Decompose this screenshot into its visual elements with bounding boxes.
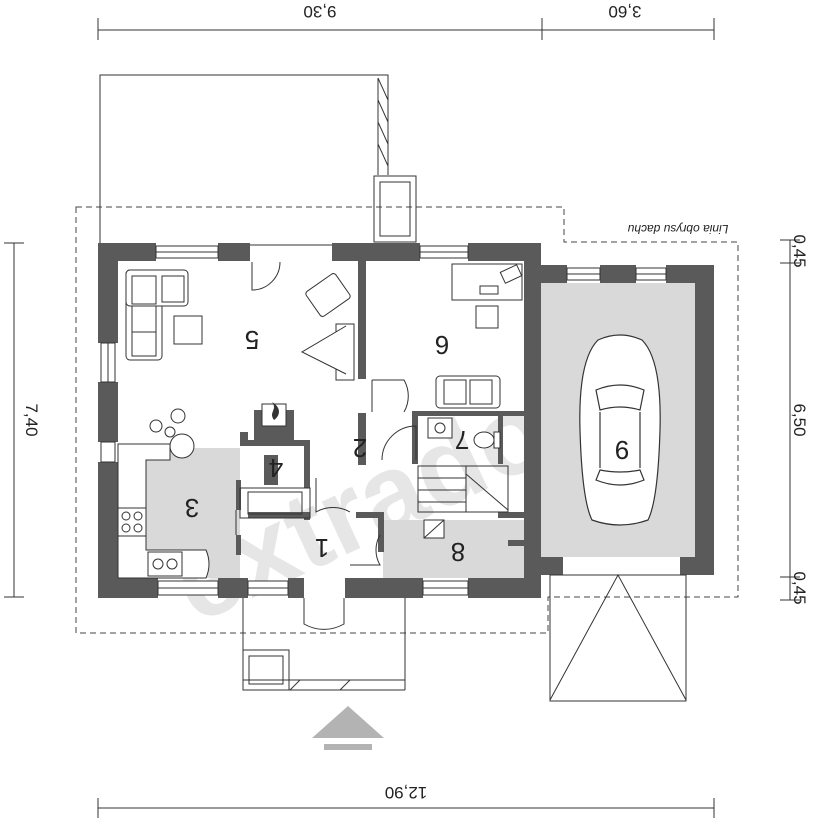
room-number-4: 4: [269, 453, 283, 483]
windows: [100, 244, 667, 596]
dim-top-right: 3,60: [608, 2, 641, 21]
bottom-dimension-line: [97, 798, 715, 818]
doors: [235, 261, 417, 630]
dim-right-top: 0,45: [790, 234, 809, 267]
garage-canopy: [549, 573, 687, 702]
dim-right-bottom: 0,45: [790, 571, 809, 604]
room-number-6: 6: [435, 330, 449, 360]
exterior-walls: [98, 243, 714, 598]
room-number-8: 8: [451, 537, 465, 567]
top-dimension-lines: [97, 18, 715, 40]
bathroom-fixtures: [427, 417, 501, 449]
fireplace: [239, 402, 311, 519]
dim-top-left: 9,30: [303, 2, 336, 21]
front-entrance-porch: [242, 598, 406, 691]
room-number-9: 9: [615, 435, 629, 465]
dim-bottom-total: 12,90: [385, 783, 428, 802]
room-number-5: 5: [245, 325, 259, 355]
roof-outline-label: Linia obrysu dachu: [627, 222, 728, 236]
room-number-2: 2: [353, 433, 367, 463]
room-6-furniture: [435, 263, 523, 409]
room-number-7: 7: [455, 425, 469, 455]
kitchen-counters: [117, 443, 210, 579]
dim-right-middle: 6,50: [790, 403, 809, 436]
living-room-furniture: [125, 269, 355, 459]
room-number-3: 3: [185, 493, 199, 523]
left-dimension-line: [4, 242, 24, 598]
room-number-1: 1: [315, 533, 329, 563]
right-dimension-line: [780, 239, 800, 601]
staircase: [417, 465, 509, 513]
dim-left-total: 7,40: [22, 403, 41, 436]
rear-terrace: [99, 74, 417, 243]
utility-equipment: [423, 519, 445, 539]
entrance-arrow-icon: [312, 706, 384, 750]
car-icon: [579, 334, 661, 526]
roof-outline: [75, 206, 739, 634]
